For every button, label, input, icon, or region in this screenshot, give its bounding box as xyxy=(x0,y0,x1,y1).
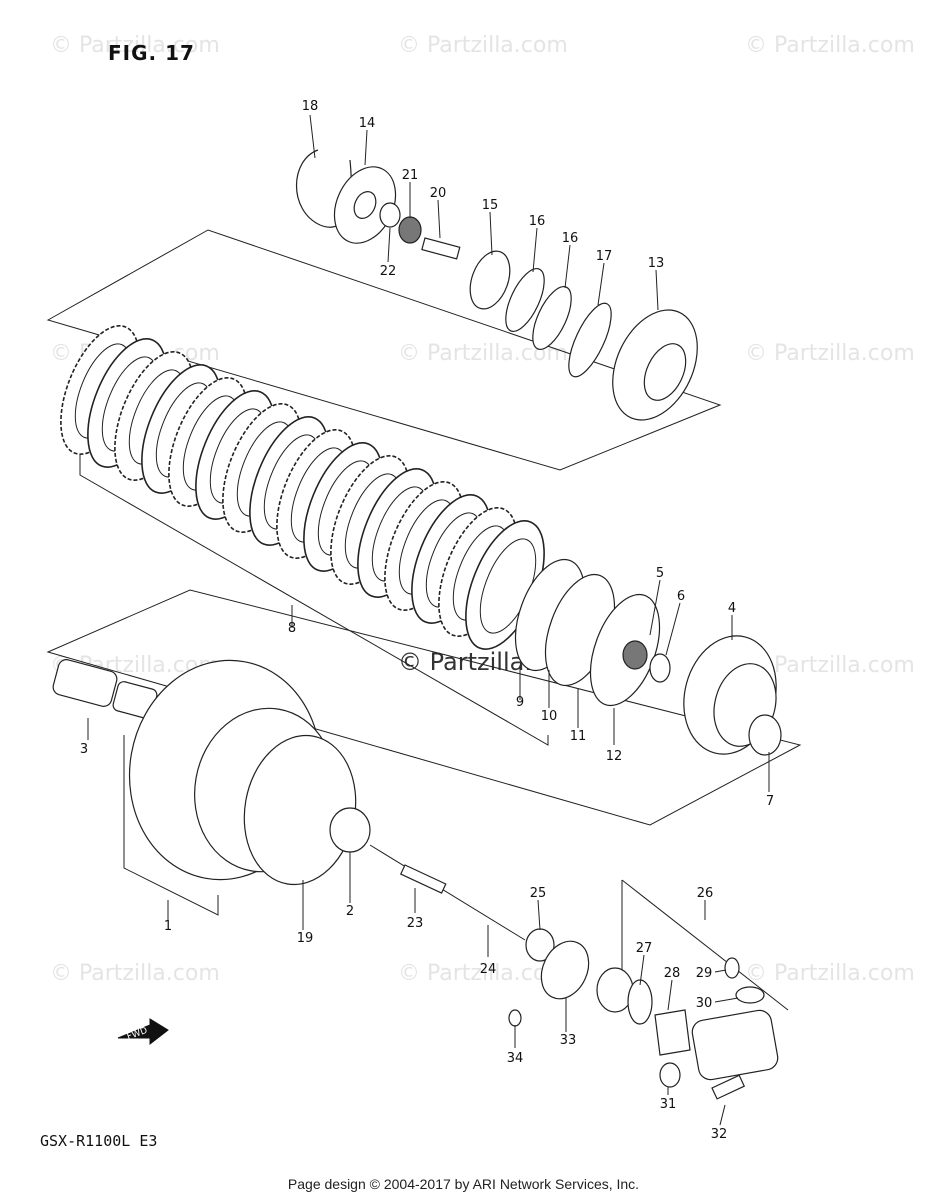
spring-28 xyxy=(654,1009,691,1056)
washer-7 xyxy=(748,714,782,756)
callout-10: 10 xyxy=(541,709,558,724)
callout-11: 11 xyxy=(570,729,587,744)
callout-28: 28 xyxy=(664,966,681,981)
callout-27: 27 xyxy=(636,941,653,956)
model-code: GSX-R1100L E3 xyxy=(40,1132,157,1150)
page-footer: Page design © 2004-2017 by ARI Network S… xyxy=(287,1176,640,1192)
callout-34: 34 xyxy=(507,1051,524,1066)
bearing-21 xyxy=(398,216,422,244)
callout-23: 23 xyxy=(407,916,424,931)
callout-7: 7 xyxy=(766,794,774,809)
washer-6 xyxy=(649,653,671,683)
watermark: © Partzilla.com xyxy=(745,961,915,986)
clutch-plates-stack xyxy=(60,325,545,650)
callout-1: 1 xyxy=(164,919,172,934)
watermark: © Partzilla.com xyxy=(398,33,568,58)
push-rod-24 xyxy=(369,844,526,941)
clutch-basket-assembly xyxy=(52,659,526,941)
callout-26: 26 xyxy=(697,886,714,901)
fwd-label: FWD xyxy=(126,1026,149,1043)
bolt-34 xyxy=(508,1009,522,1027)
spacer-2 xyxy=(329,807,371,853)
seal-27 xyxy=(627,979,653,1025)
watermark: © Partzilla.com xyxy=(398,961,568,986)
callout-19: 19 xyxy=(297,931,314,946)
slave-cylinder-assembly xyxy=(508,928,779,1100)
callout-20: 20 xyxy=(430,186,447,201)
cylinder-body-26 xyxy=(691,1009,779,1081)
bolt-32 xyxy=(711,1074,746,1100)
callout-18: 18 xyxy=(302,99,319,114)
pressure-plate-assembly xyxy=(296,149,698,421)
callout-29: 29 xyxy=(696,966,713,981)
callout-2: 2 xyxy=(346,904,354,919)
callout-6: 6 xyxy=(677,589,685,604)
callout-32: 32 xyxy=(711,1127,728,1142)
plate-16a xyxy=(505,268,545,332)
needle-bearing-3 xyxy=(52,659,118,707)
group-frames xyxy=(46,229,802,1011)
watermark: © Partzilla.com xyxy=(745,341,915,366)
callout-labels: 18 14 21 20 22 15 16 16 17 13 8 3 4 5 6 … xyxy=(80,99,774,1142)
callout-24: 24 xyxy=(480,962,497,977)
bolt-20 xyxy=(421,237,461,260)
nut-5 xyxy=(622,640,648,670)
callout-31: 31 xyxy=(660,1097,677,1112)
watermark: © Partzilla.com xyxy=(50,961,220,986)
leader-lines xyxy=(87,114,770,1126)
clutch-hub-assembly xyxy=(514,558,782,756)
callout-8: 8 xyxy=(288,621,296,636)
lifter-15 xyxy=(469,250,511,310)
callout-13: 13 xyxy=(648,256,665,271)
figure-title: FIG. 17 xyxy=(108,41,195,65)
callout-3: 3 xyxy=(80,742,88,757)
callout-22: 22 xyxy=(380,264,397,279)
callout-5: 5 xyxy=(656,566,664,581)
callout-33: 33 xyxy=(560,1033,577,1048)
cap-30 xyxy=(735,986,765,1004)
forward-arrow-icon: FWD xyxy=(117,1018,169,1046)
callout-25: 25 xyxy=(530,886,547,901)
callout-21: 21 xyxy=(402,168,419,183)
callout-16a: 16 xyxy=(529,214,546,229)
bleeder-29 xyxy=(724,957,740,979)
callout-12: 12 xyxy=(606,749,623,764)
dowel-31 xyxy=(659,1062,681,1088)
gasket-33 xyxy=(540,940,590,1000)
watermark: © Partzilla.com xyxy=(50,33,220,58)
callout-16b: 16 xyxy=(562,231,579,246)
callout-30: 30 xyxy=(696,996,713,1011)
callout-4: 4 xyxy=(728,601,736,616)
washer-22 xyxy=(379,202,401,228)
callout-17: 17 xyxy=(596,249,613,264)
watermark: © Partzilla.com xyxy=(745,33,915,58)
plate-16b xyxy=(532,286,572,350)
callout-9: 9 xyxy=(516,695,524,710)
push-rod-23 xyxy=(399,864,447,894)
watermarks: © Partzilla.com © Partzilla.com © Partzi… xyxy=(50,33,915,986)
callout-14: 14 xyxy=(359,116,376,131)
callout-15: 15 xyxy=(482,198,499,213)
ring-17 xyxy=(568,302,612,378)
